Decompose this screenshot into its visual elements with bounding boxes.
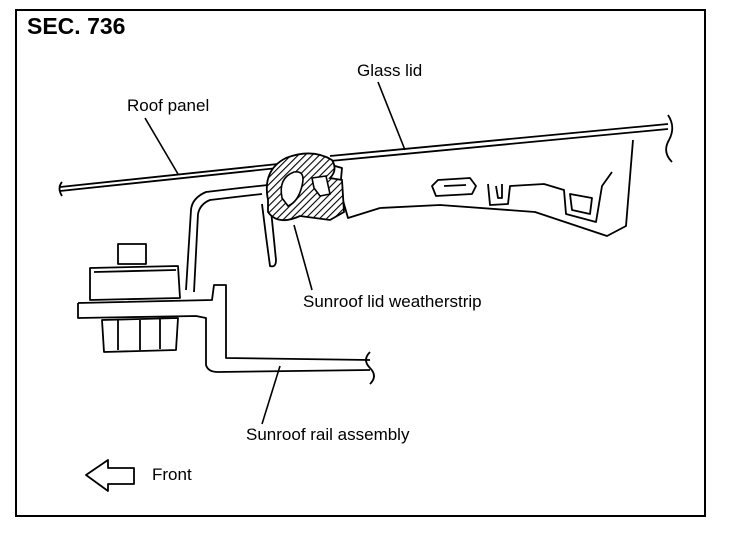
leader-rail-assembly <box>261 365 281 425</box>
sunroof-rail <box>77 284 375 385</box>
leader-roof-panel <box>144 117 179 175</box>
label-glass-lid: Glass lid <box>357 61 423 80</box>
section-title: SEC. 736 <box>27 13 126 39</box>
glass-lid-frame <box>327 139 634 237</box>
label-weatherstrip: Sunroof lid weatherstrip <box>303 292 482 311</box>
leader-weatherstrip <box>293 224 313 291</box>
weatherstrip <box>265 152 345 222</box>
label-front: Front <box>152 465 192 484</box>
label-roof-panel: Roof panel <box>127 96 210 115</box>
leader-glass-lid <box>377 81 406 151</box>
bolt-nut-assembly <box>89 243 181 353</box>
leader-lines <box>144 81 406 425</box>
label-rail-assembly: Sunroof rail assembly <box>246 425 410 444</box>
roof-rail-bracket <box>185 184 277 293</box>
glass-lid <box>329 114 674 163</box>
diagram-frame <box>15 9 706 517</box>
roof-panel <box>58 163 279 197</box>
front-arrow-icon <box>85 459 135 492</box>
